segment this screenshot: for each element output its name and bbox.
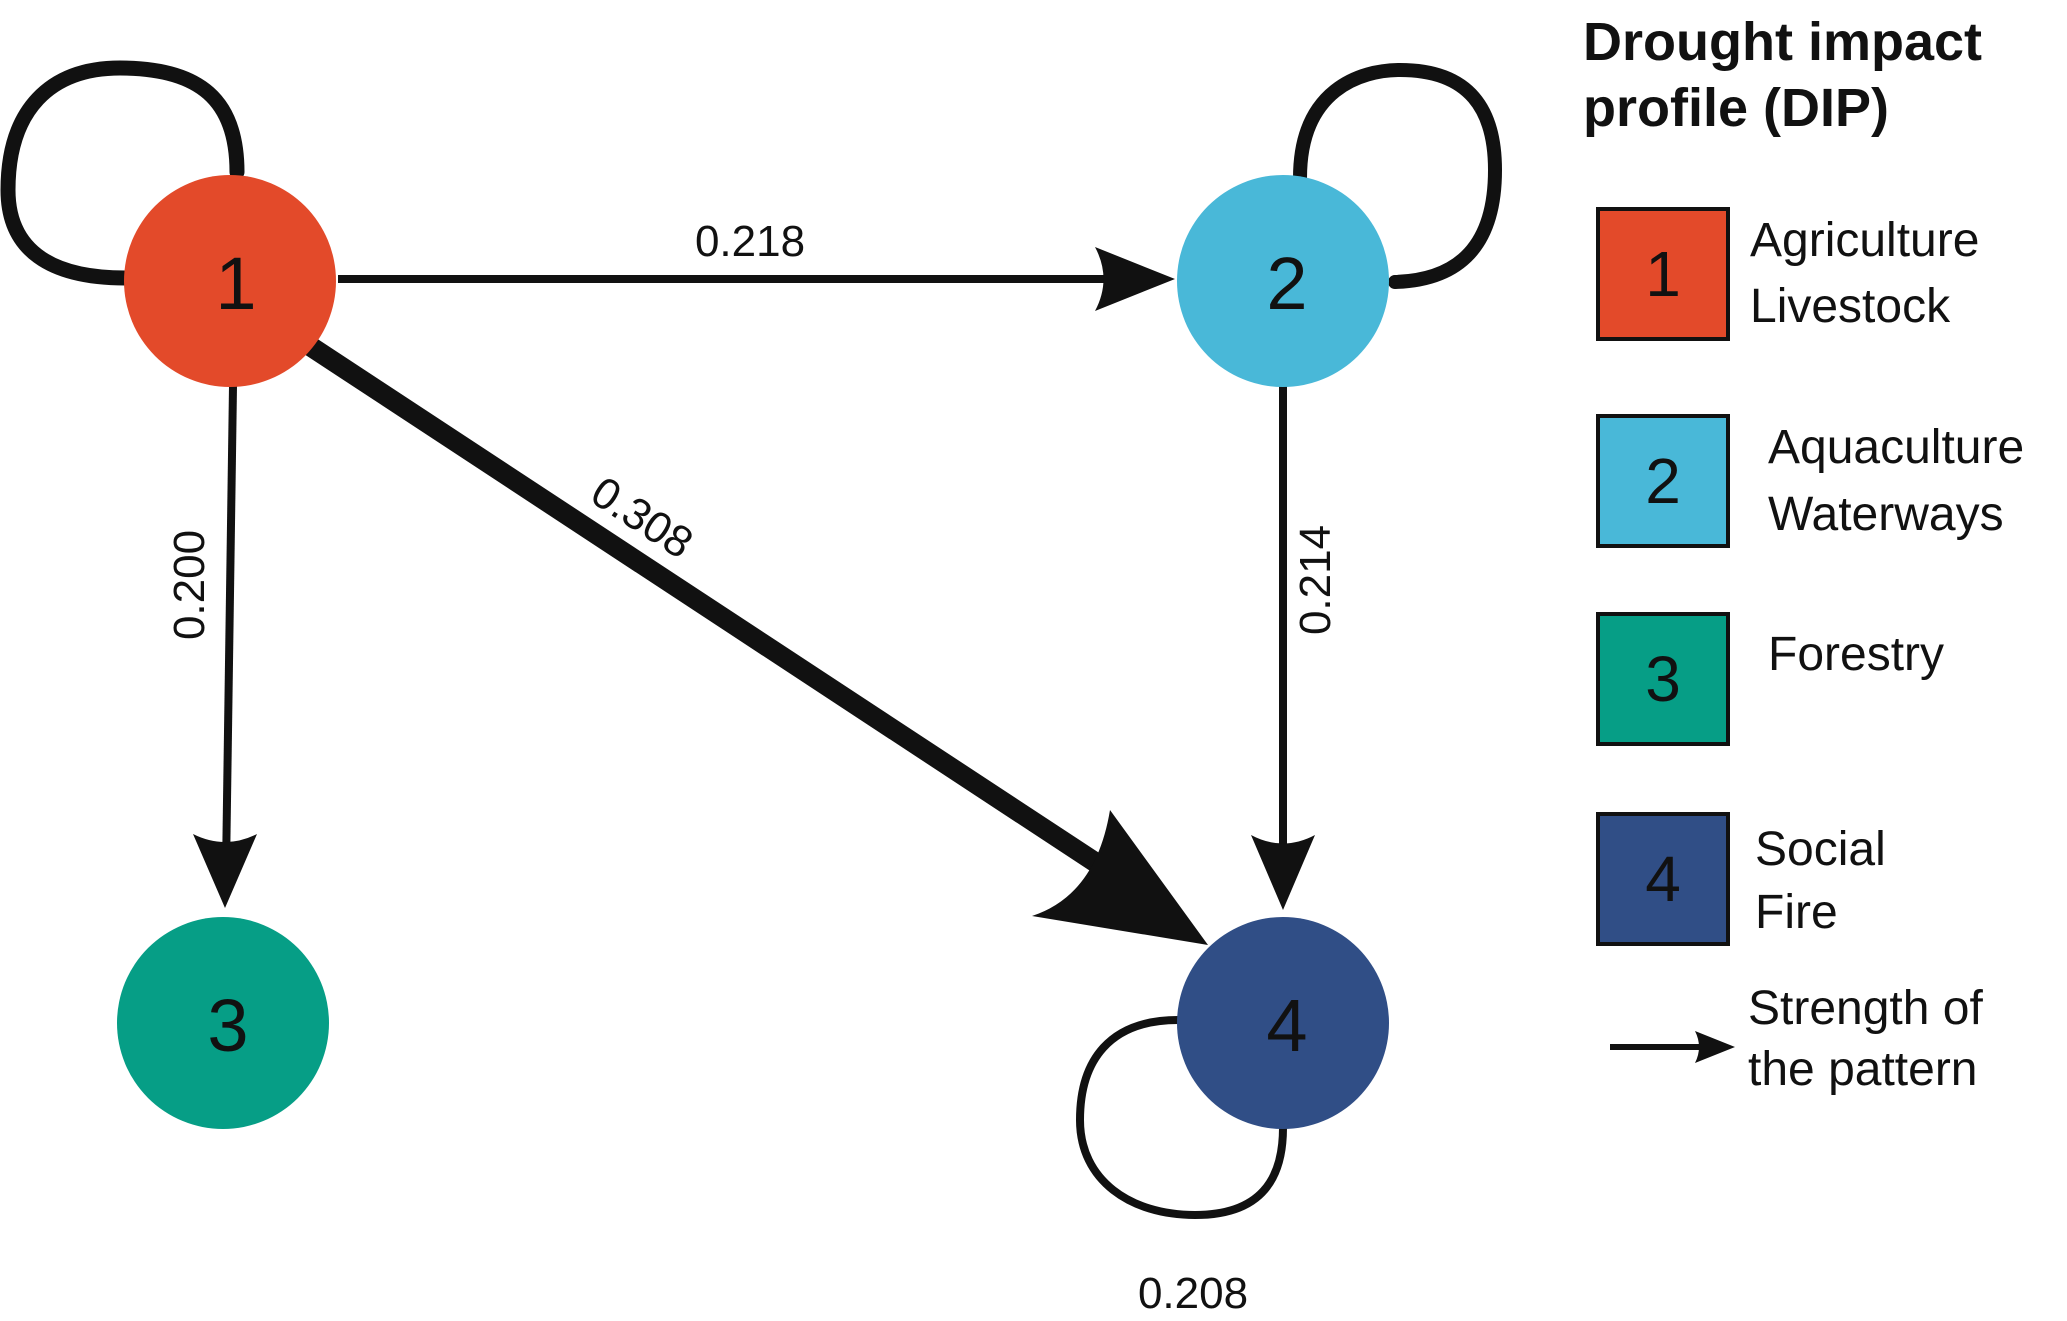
arrowhead-1-to-4 [1032, 810, 1208, 945]
legend-item-3-line-1: Forestry [1768, 628, 1944, 681]
legend-item-1-line-1: Agriculture [1750, 214, 1979, 267]
legend-title-line-2: profile (DIP) [1583, 78, 1889, 138]
node-2: 2 [1177, 175, 1389, 387]
legend-item-2: 2 Aquaculture Waterways [1596, 414, 2024, 548]
legend-arrowhead [1695, 1031, 1735, 1063]
self-loop-node-2 [1293, 62, 1503, 289]
legend-swatch-4 [1596, 812, 1730, 946]
node-3: 3 [117, 917, 329, 1129]
edge-label-2-to-4: 0.214 [1291, 525, 1340, 635]
legend-arrow-label-line-1: Strength of [1748, 982, 1983, 1035]
edge-label-1-to-2: 0.218 [695, 217, 805, 266]
node-4-label: 4 [1266, 984, 1307, 1067]
self-loop-node-1 [0, 60, 245, 286]
arrowhead-2-to-4 [1251, 835, 1315, 910]
legend-item-2-line-1: Aquaculture [1768, 421, 2024, 474]
edge-1-to-3 [222, 385, 237, 871]
legend-swatch-3-number: 3 [1645, 643, 1681, 715]
edge-label-4-to-4: 0.208 [1138, 1269, 1248, 1318]
legend-item-4-line-1: Social [1755, 823, 1886, 876]
node-3-circle [117, 917, 329, 1129]
node-1-circle [124, 175, 336, 387]
legend-arrow-label-line-2: the pattern [1748, 1043, 1978, 1096]
edge-1-to-4 [304, 337, 1116, 881]
legend-item-1-line-2: Livestock [1750, 280, 1951, 333]
arrowhead-1-to-3 [193, 834, 257, 908]
legend-swatch-4-number: 4 [1645, 843, 1681, 915]
legend-arrow-item: Strength of the pattern [1610, 982, 1983, 1096]
node-2-circle [1177, 175, 1389, 387]
legend-item-4: 4 Social Fire [1596, 812, 1886, 946]
node-1: 1 [124, 175, 336, 387]
node-1-label: 1 [215, 242, 256, 325]
legend-item-1: 1 Agriculture Livestock [1596, 207, 1979, 341]
legend-swatch-2 [1596, 414, 1730, 548]
legend-item-4-line-2: Fire [1755, 886, 1838, 939]
legend-item-3: 3 Forestry [1596, 612, 1944, 746]
node-4-circle [1177, 917, 1389, 1129]
edge-label-1-to-3: 0.200 [165, 530, 214, 640]
node-3-label: 3 [207, 984, 248, 1067]
self-loop-node-4 [1075, 1016, 1287, 1220]
legend-swatch-2-number: 2 [1645, 445, 1681, 517]
legend-swatch-1 [1596, 207, 1730, 341]
legend-swatch-3 [1596, 612, 1730, 746]
legend-swatch-1-number: 1 [1645, 238, 1681, 310]
legend-title-line-1: Drought impact [1583, 12, 1982, 72]
node-4: 4 [1177, 917, 1389, 1129]
legend: Drought impact profile (DIP) 1 Agricultu… [1583, 12, 2024, 1096]
legend-item-2-line-2: Waterways [1768, 488, 2004, 541]
node-2-label: 2 [1266, 242, 1307, 325]
arrowhead-1-to-2 [1095, 247, 1175, 311]
